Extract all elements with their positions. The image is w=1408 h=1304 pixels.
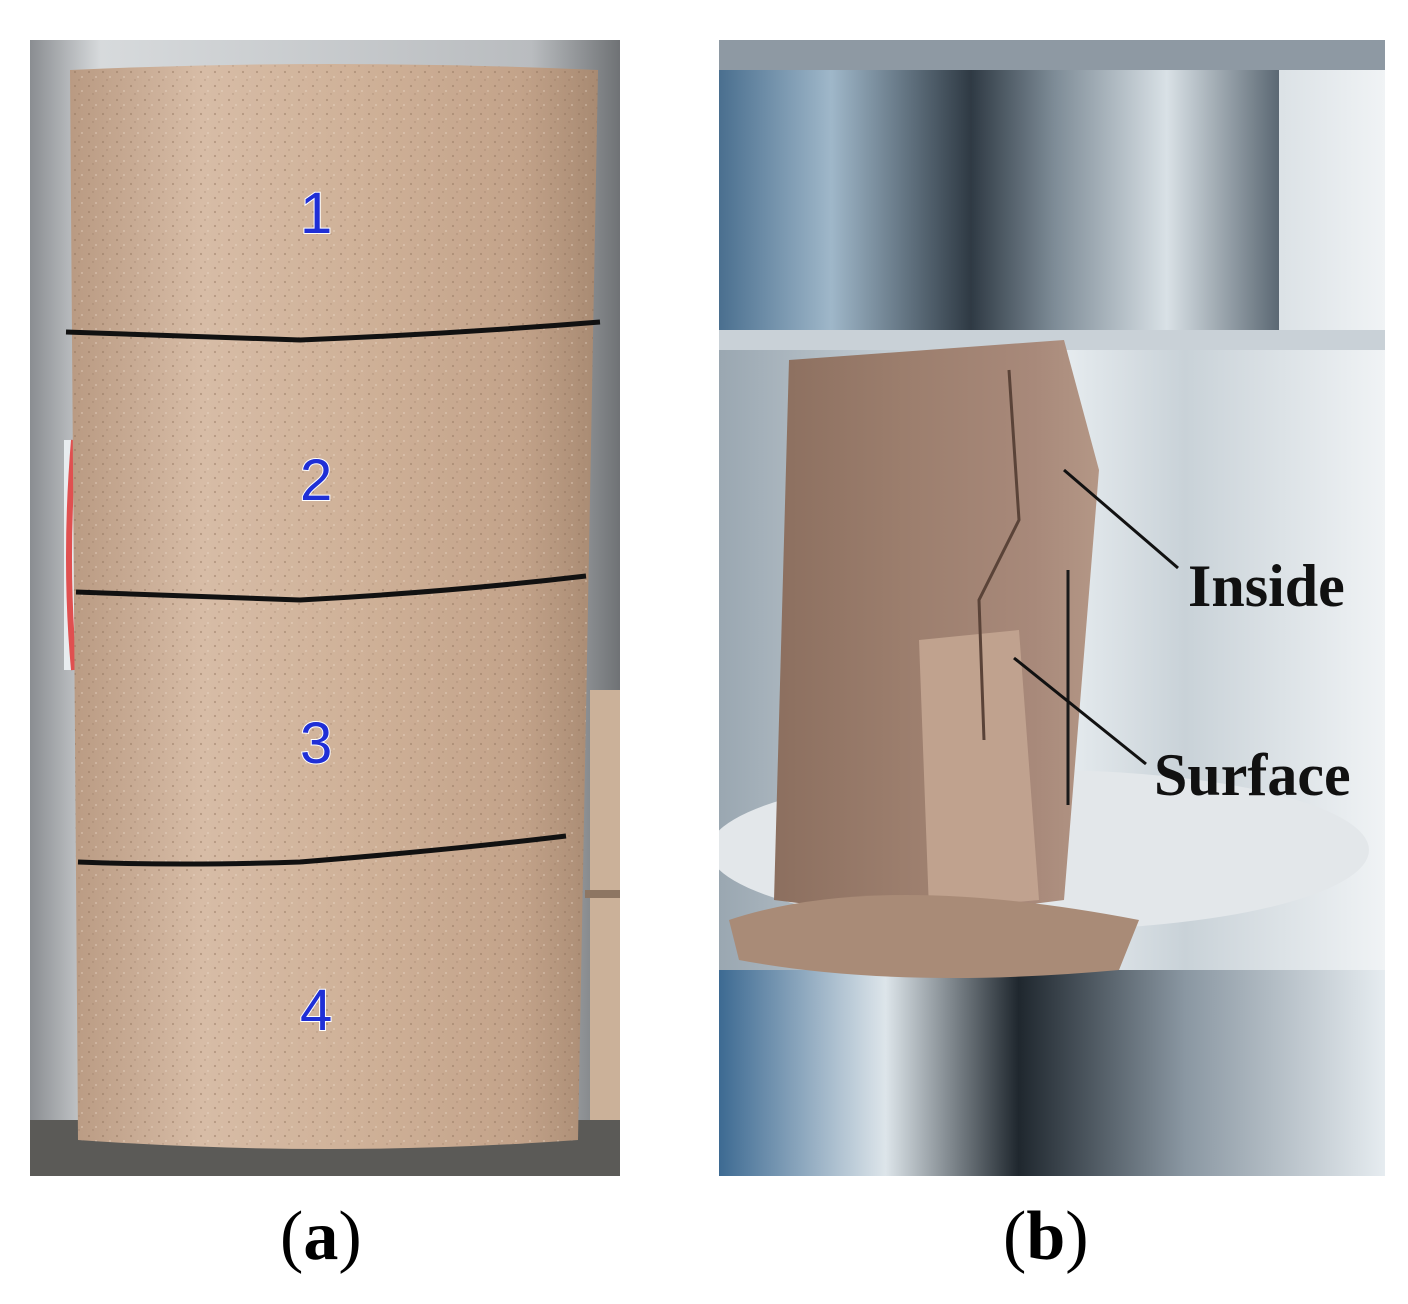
caption-a-letter: a <box>303 1198 339 1275</box>
divider-line-2 <box>75 573 587 603</box>
photo-panel-b <box>719 40 1385 1176</box>
caption-b-open: ( <box>1003 1198 1027 1275</box>
caption-panel-a: (a) <box>280 1202 362 1272</box>
callout-surface-label: Surface <box>1154 742 1351 808</box>
divider-line-3 <box>77 833 567 867</box>
caption-b-letter: b <box>1026 1198 1066 1275</box>
specimen-photo-b <box>719 40 1385 1176</box>
caption-a-close: ) <box>338 1198 362 1275</box>
segment-label-4: 4 <box>299 978 333 1043</box>
segment-label-2: 2 <box>299 448 333 513</box>
divider-line-1 <box>65 319 601 343</box>
callout-inside-label: Inside <box>1188 553 1345 619</box>
segment-label-1: 1 <box>299 181 333 246</box>
photo-panel-a <box>30 40 620 1176</box>
caption-a-open: ( <box>280 1198 304 1275</box>
specimen-photo-a <box>30 40 620 1176</box>
segment-label-3: 3 <box>299 711 333 776</box>
caption-b-close: ) <box>1065 1198 1089 1275</box>
caption-panel-b: (b) <box>1003 1202 1089 1272</box>
